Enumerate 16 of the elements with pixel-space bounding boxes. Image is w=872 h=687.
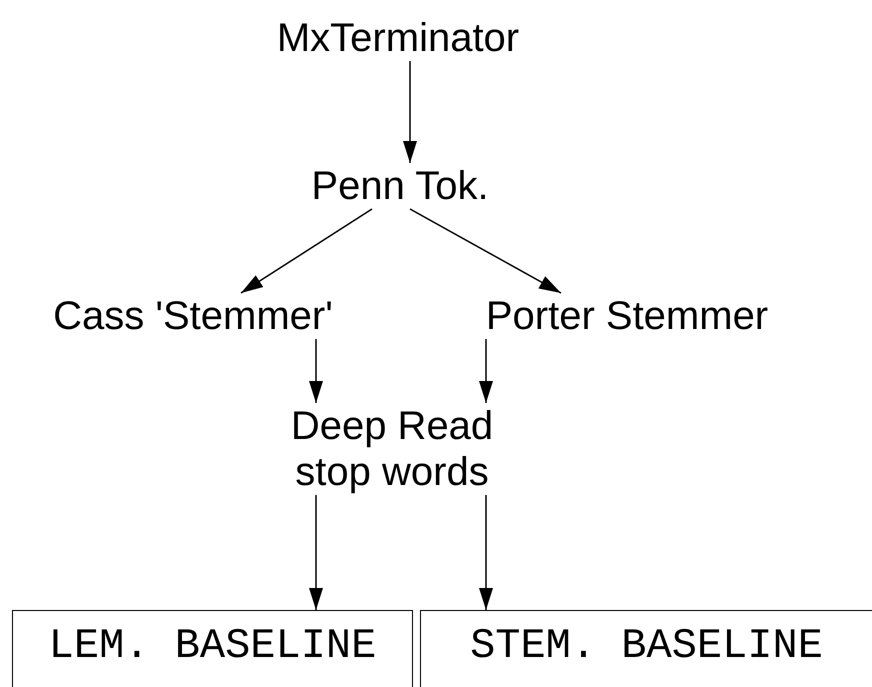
step-label: Porter Stemmer	[457, 293, 797, 339]
step-label: MxTerminator	[238, 15, 558, 61]
arrow	[309, 339, 323, 403]
step-label: Penn Tok.	[280, 163, 520, 209]
step-label: Deep Read stop words	[267, 403, 517, 495]
arrow	[240, 208, 372, 294]
output-box	[12, 610, 413, 687]
output-box	[420, 610, 872, 687]
arrow	[479, 339, 493, 403]
arrow	[479, 495, 493, 610]
step-label: Cass 'Stemmer'	[13, 293, 373, 339]
output-label: LEM. BASELINE	[48, 622, 376, 670]
arrow	[309, 495, 323, 610]
arrow	[403, 61, 417, 163]
arrow	[410, 208, 562, 294]
output-label: STEM. BASELINE	[470, 622, 823, 670]
